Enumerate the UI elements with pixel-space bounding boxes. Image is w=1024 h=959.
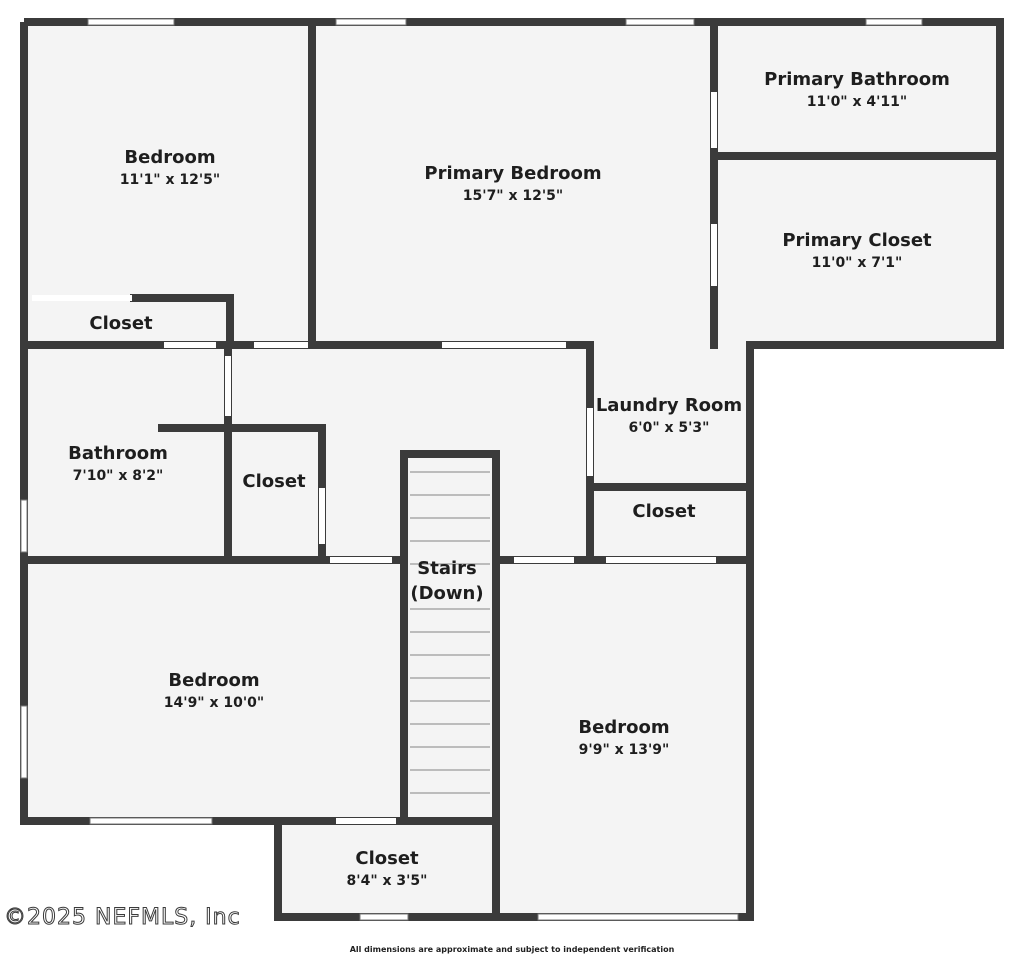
room-name-stairs: Stairs [417, 558, 476, 579]
floor-area [24, 22, 1002, 915]
room-name-bedroom-sw: Bedroom [168, 670, 259, 691]
room-name-closet-hall: Closet [242, 471, 306, 492]
room-name-bedroom-se: Bedroom [578, 717, 669, 738]
room-dims-laundry-room: 6'0" x 5'3" [629, 420, 710, 436]
room-dims-bedroom-sw: 14'9" x 10'0" [164, 695, 264, 711]
room-name-bedroom-nw: Bedroom [124, 147, 215, 168]
room-dims-bathroom: 7'10" x 8'2" [73, 468, 164, 484]
windows [20, 18, 923, 921]
room-dims-primary-bathroom: 11'0" x 4'11" [807, 94, 907, 110]
room-name-stairs-direction: (Down) [410, 583, 483, 604]
room-name-laundry-room: Laundry Room [596, 395, 742, 416]
room-name-closet-laundry: Closet [632, 501, 696, 522]
door-openings [32, 92, 717, 824]
room-dims-primary-closet: 11'0" x 7'1" [812, 255, 903, 271]
disclaimer-text: All dimensions are approximate and subje… [350, 945, 675, 954]
room-dims-closet-south: 8'4" x 3'5" [347, 873, 428, 889]
room-dims-bedroom-se: 9'9" x 13'9" [579, 742, 670, 758]
room-name-primary-bathroom: Primary Bathroom [764, 69, 950, 90]
room-dims-primary-bedroom: 15'7" x 12'5" [463, 188, 563, 204]
room-name-primary-bedroom: Primary Bedroom [424, 163, 601, 184]
room-name-closet-nw: Closet [89, 313, 153, 334]
stair-treads [410, 471, 490, 794]
room-labels: Bedroom 11'1" x 12'5" Primary Bedroom 15… [68, 69, 950, 889]
room-name-closet-south: Closet [355, 848, 419, 869]
copyright-watermark: ©2025 NEFMLS, Inc [4, 905, 241, 930]
room-name-primary-closet: Primary Closet [782, 230, 932, 251]
room-dims-bedroom-nw: 11'1" x 12'5" [120, 172, 220, 188]
room-name-bathroom: Bathroom [68, 443, 168, 464]
